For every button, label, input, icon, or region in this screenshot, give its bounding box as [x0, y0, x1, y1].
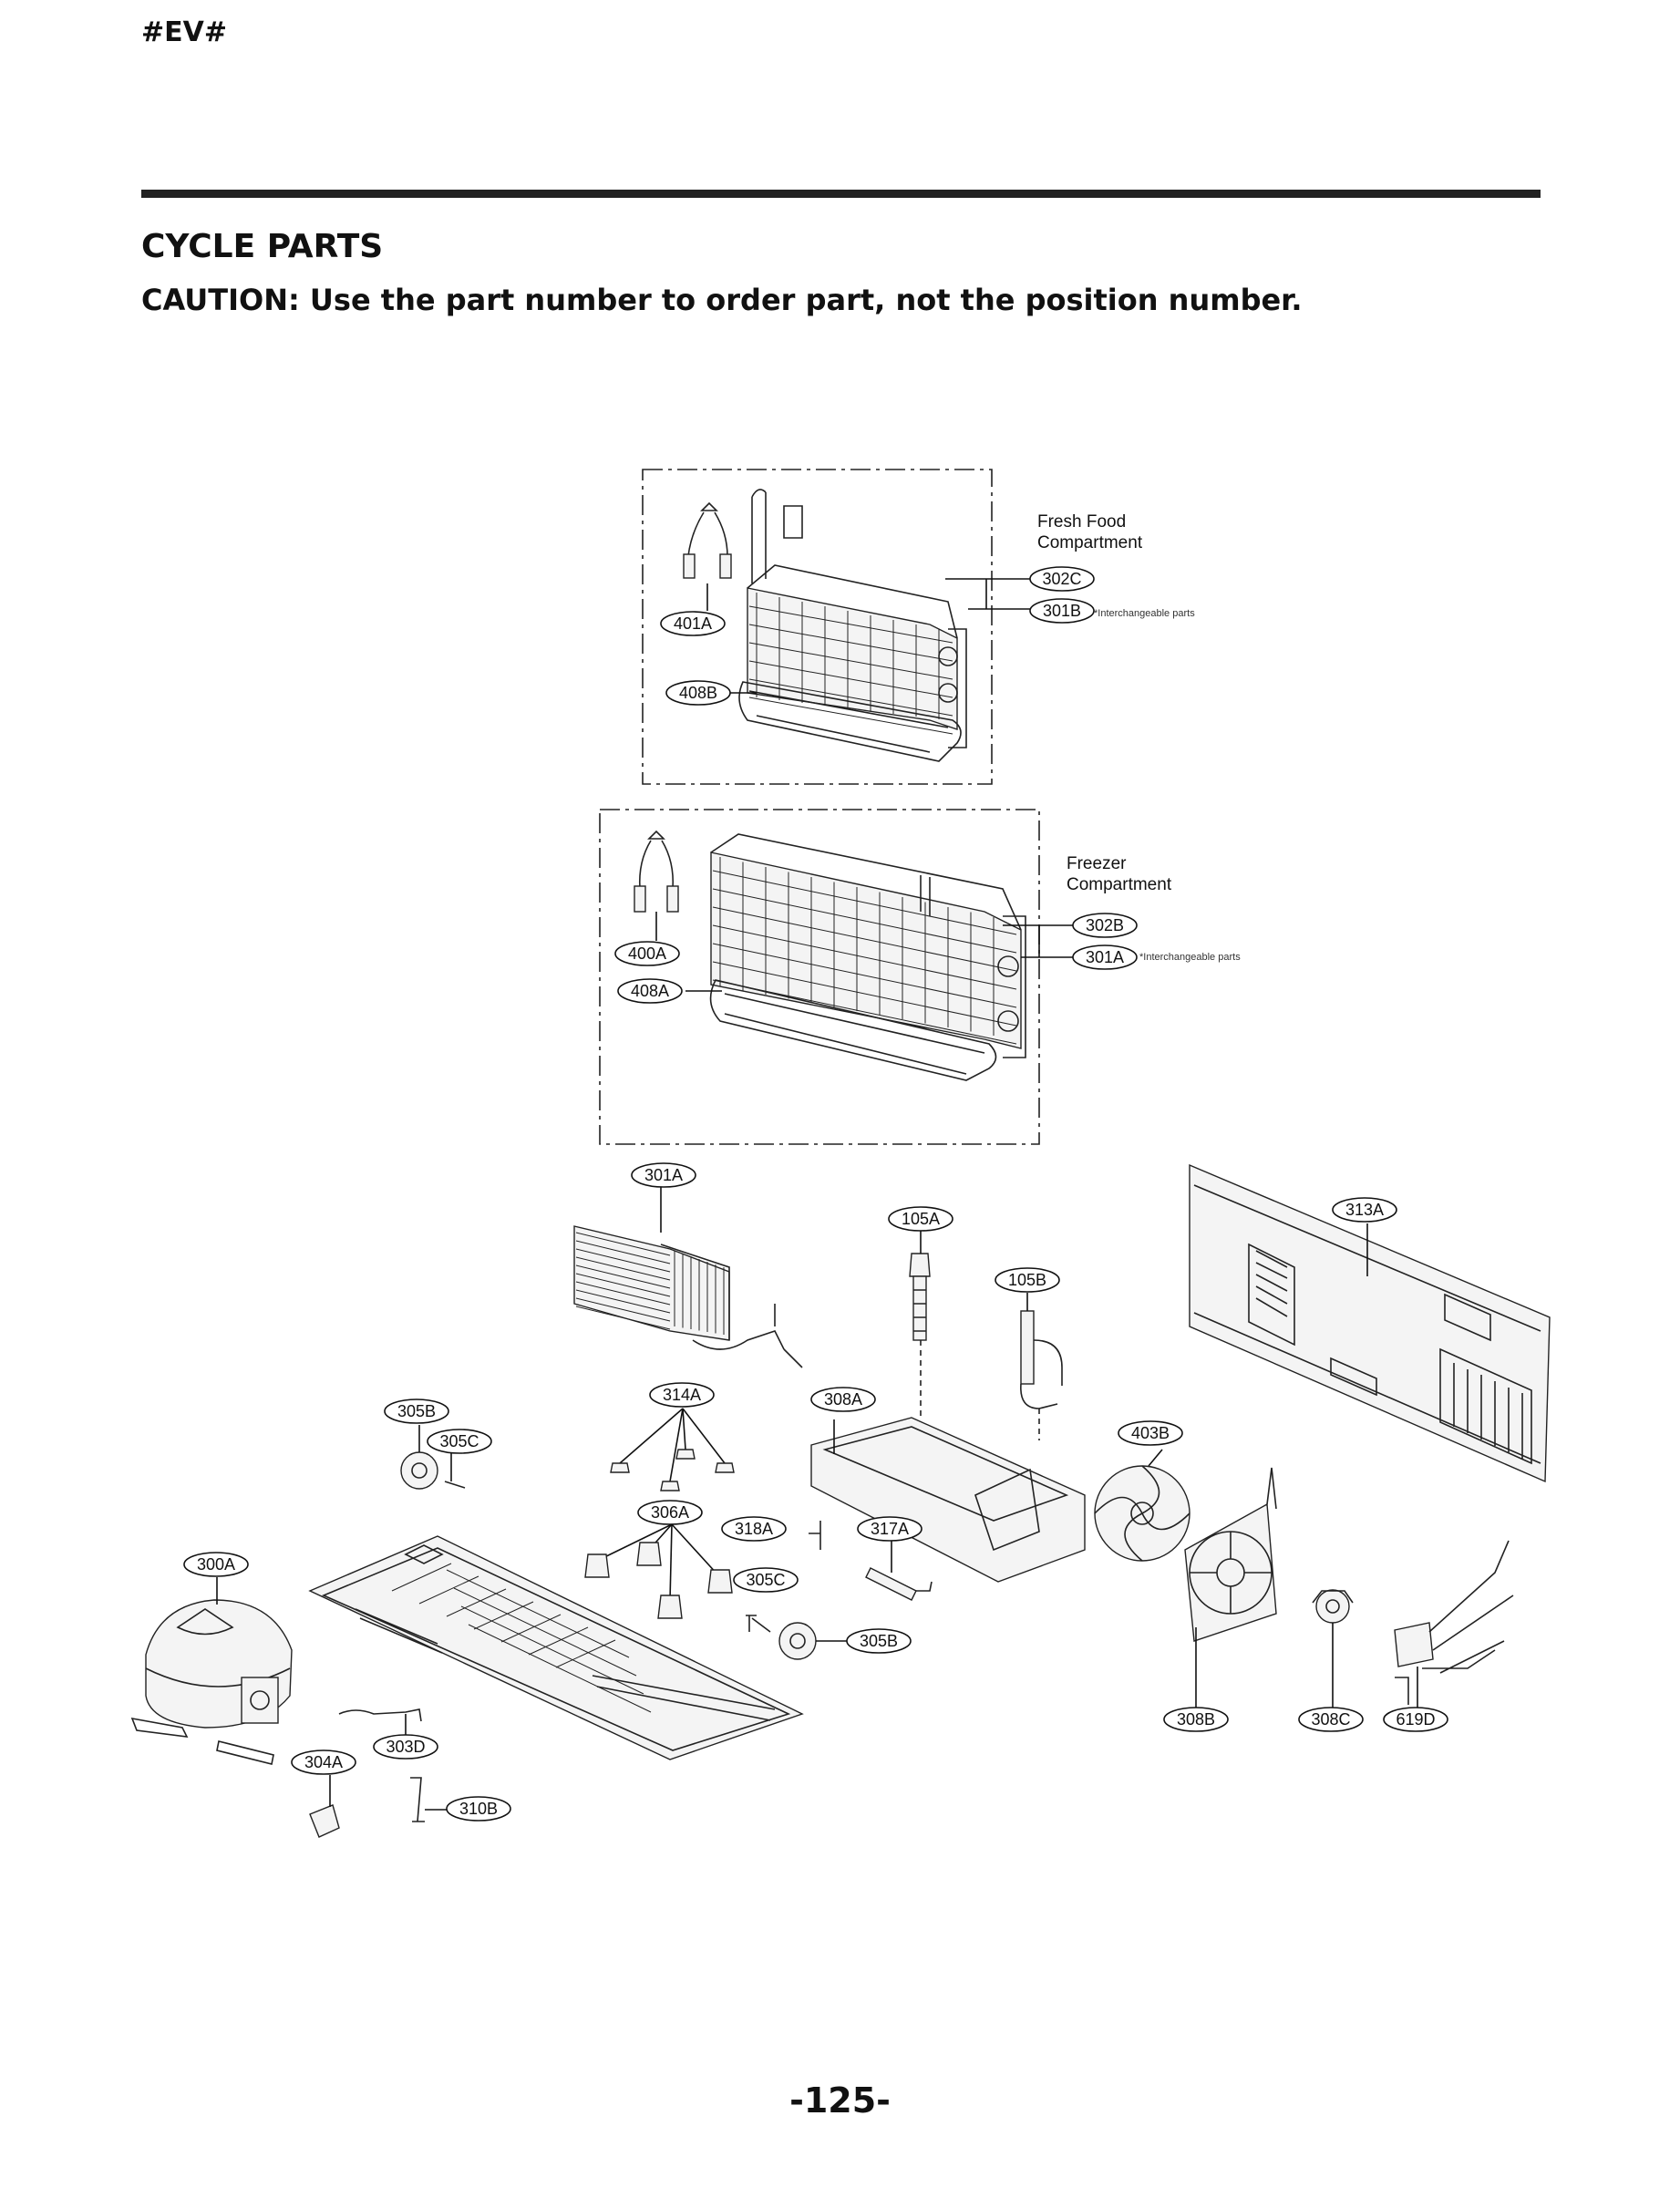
- svg-text:408A: 408A: [631, 982, 669, 1000]
- label-308c: 308C: [1298, 1707, 1364, 1732]
- label-305c-left: 305C: [427, 1429, 492, 1454]
- label-308b: 308B: [1163, 1707, 1229, 1732]
- label-303d: 303D: [373, 1734, 438, 1760]
- label-408b: 408B: [665, 680, 731, 706]
- svg-text:401A: 401A: [674, 614, 712, 633]
- screws-314a-drawing: [610, 1408, 735, 1491]
- label-314a: 314A: [649, 1382, 715, 1408]
- label-318a: 318A: [721, 1516, 787, 1542]
- label-401a: 401A: [660, 611, 726, 636]
- svg-text:403B: 403B: [1131, 1424, 1170, 1442]
- svg-text:308C: 308C: [1311, 1710, 1350, 1729]
- svg-text:105B: 105B: [1008, 1271, 1046, 1289]
- svg-text:303D: 303D: [386, 1738, 425, 1756]
- svg-text:305B: 305B: [860, 1632, 898, 1650]
- freezer-interchangeable-note: *Interchangeable parts: [1139, 952, 1241, 963]
- svg-text:301B: 301B: [1043, 602, 1081, 620]
- label-301b: 301B: [1029, 598, 1095, 624]
- defrost-heater-401a-drawing: [683, 501, 732, 579]
- label-308a: 308A: [810, 1387, 876, 1412]
- svg-text:408B: 408B: [679, 684, 717, 702]
- svg-text:302B: 302B: [1086, 916, 1124, 934]
- svg-text:301A: 301A: [644, 1166, 683, 1184]
- label-301a: 301A: [631, 1162, 696, 1188]
- freezer-label-line1: Freezer: [1067, 854, 1127, 873]
- rubber-grommets-306a-drawing: [584, 1523, 733, 1619]
- svg-text:314A: 314A: [663, 1386, 701, 1404]
- svg-text:305B: 305B: [397, 1402, 436, 1420]
- condenser-drawing: [573, 1185, 803, 1368]
- defrost-heater-400a-drawing: [634, 830, 679, 913]
- label-619d: 619D: [1383, 1707, 1448, 1732]
- freezer-dashed-box: [599, 809, 1040, 1145]
- svg-text:619D: 619D: [1396, 1710, 1435, 1729]
- position-labels: 401A 408B 302C 301B 400A 408A 302B 301A …: [183, 566, 1448, 1822]
- svg-text:317A: 317A: [871, 1520, 909, 1538]
- label-313a: 313A: [1332, 1197, 1397, 1223]
- caution-text: CAUTION: Use the part number to order pa…: [141, 283, 1303, 317]
- freezer-group: Freezer Compartment *Interchangeable par…: [599, 809, 1241, 1145]
- svg-text:304A: 304A: [304, 1753, 343, 1771]
- freezer-evaporator-drawing: [709, 833, 1026, 1081]
- fresh-food-interchangeable-note: *Interchangeable parts: [1094, 608, 1195, 619]
- svg-text:301A: 301A: [1086, 948, 1124, 966]
- model-code: #EV#: [141, 16, 227, 48]
- label-306a: 306A: [637, 1500, 703, 1525]
- label-302b: 302B: [1072, 913, 1138, 938]
- page-number: -125-: [789, 2080, 891, 2121]
- label-304a: 304A: [291, 1749, 356, 1775]
- label-305c: 305C: [733, 1567, 799, 1593]
- label-105a: 105A: [888, 1206, 953, 1232]
- label-301a-freezer: 301A: [1072, 944, 1138, 970]
- svg-text:300A: 300A: [197, 1555, 235, 1574]
- water-valves-drawing: [909, 1231, 1063, 1440]
- fresh-food-label-line1: Fresh Food: [1037, 512, 1126, 532]
- label-302c: 302C: [1029, 566, 1095, 592]
- svg-text:308B: 308B: [1177, 1710, 1215, 1729]
- drain-pan-308a-drawing: [810, 1417, 1086, 1583]
- freezer-label-line2: Compartment: [1067, 875, 1172, 894]
- svg-text:305C: 305C: [746, 1571, 785, 1589]
- fan-assembly-drawing: [1094, 1449, 1514, 1709]
- label-300a: 300A: [183, 1552, 249, 1577]
- label-105b: 105B: [995, 1267, 1060, 1293]
- svg-text:305C: 305C: [439, 1432, 479, 1450]
- label-403b: 403B: [1118, 1420, 1183, 1446]
- svg-text:308A: 308A: [824, 1390, 862, 1409]
- label-305b: 305B: [846, 1628, 912, 1654]
- label-408a: 408A: [617, 978, 683, 1004]
- svg-text:313A: 313A: [1345, 1201, 1384, 1219]
- svg-text:105A: 105A: [902, 1210, 940, 1228]
- section-title: CYCLE PARTS: [141, 228, 384, 265]
- label-310b: 310B: [446, 1796, 511, 1822]
- svg-text:310B: 310B: [459, 1800, 498, 1818]
- back-cover-drawing: [1189, 1163, 1551, 1483]
- small-parts-drawing: [309, 1425, 933, 1838]
- svg-text:306A: 306A: [651, 1503, 689, 1522]
- fresh-food-label-line2: Compartment: [1037, 533, 1143, 552]
- label-305b-left: 305B: [384, 1398, 449, 1424]
- label-317a: 317A: [857, 1516, 922, 1542]
- label-400a: 400A: [614, 941, 680, 966]
- fresh-food-group: Fresh Food Compartment *Interchangeable …: [642, 469, 1195, 785]
- fresh-food-evaporator-drawing: [738, 489, 967, 762]
- fresh-food-dashed-box: [642, 469, 993, 785]
- compressor-drawing: [130, 1577, 293, 1765]
- header-rule: [141, 190, 1541, 198]
- base-pan-drawing: [308, 1535, 804, 1760]
- svg-text:302C: 302C: [1042, 570, 1081, 588]
- svg-text:318A: 318A: [735, 1520, 773, 1538]
- svg-text:400A: 400A: [628, 944, 666, 963]
